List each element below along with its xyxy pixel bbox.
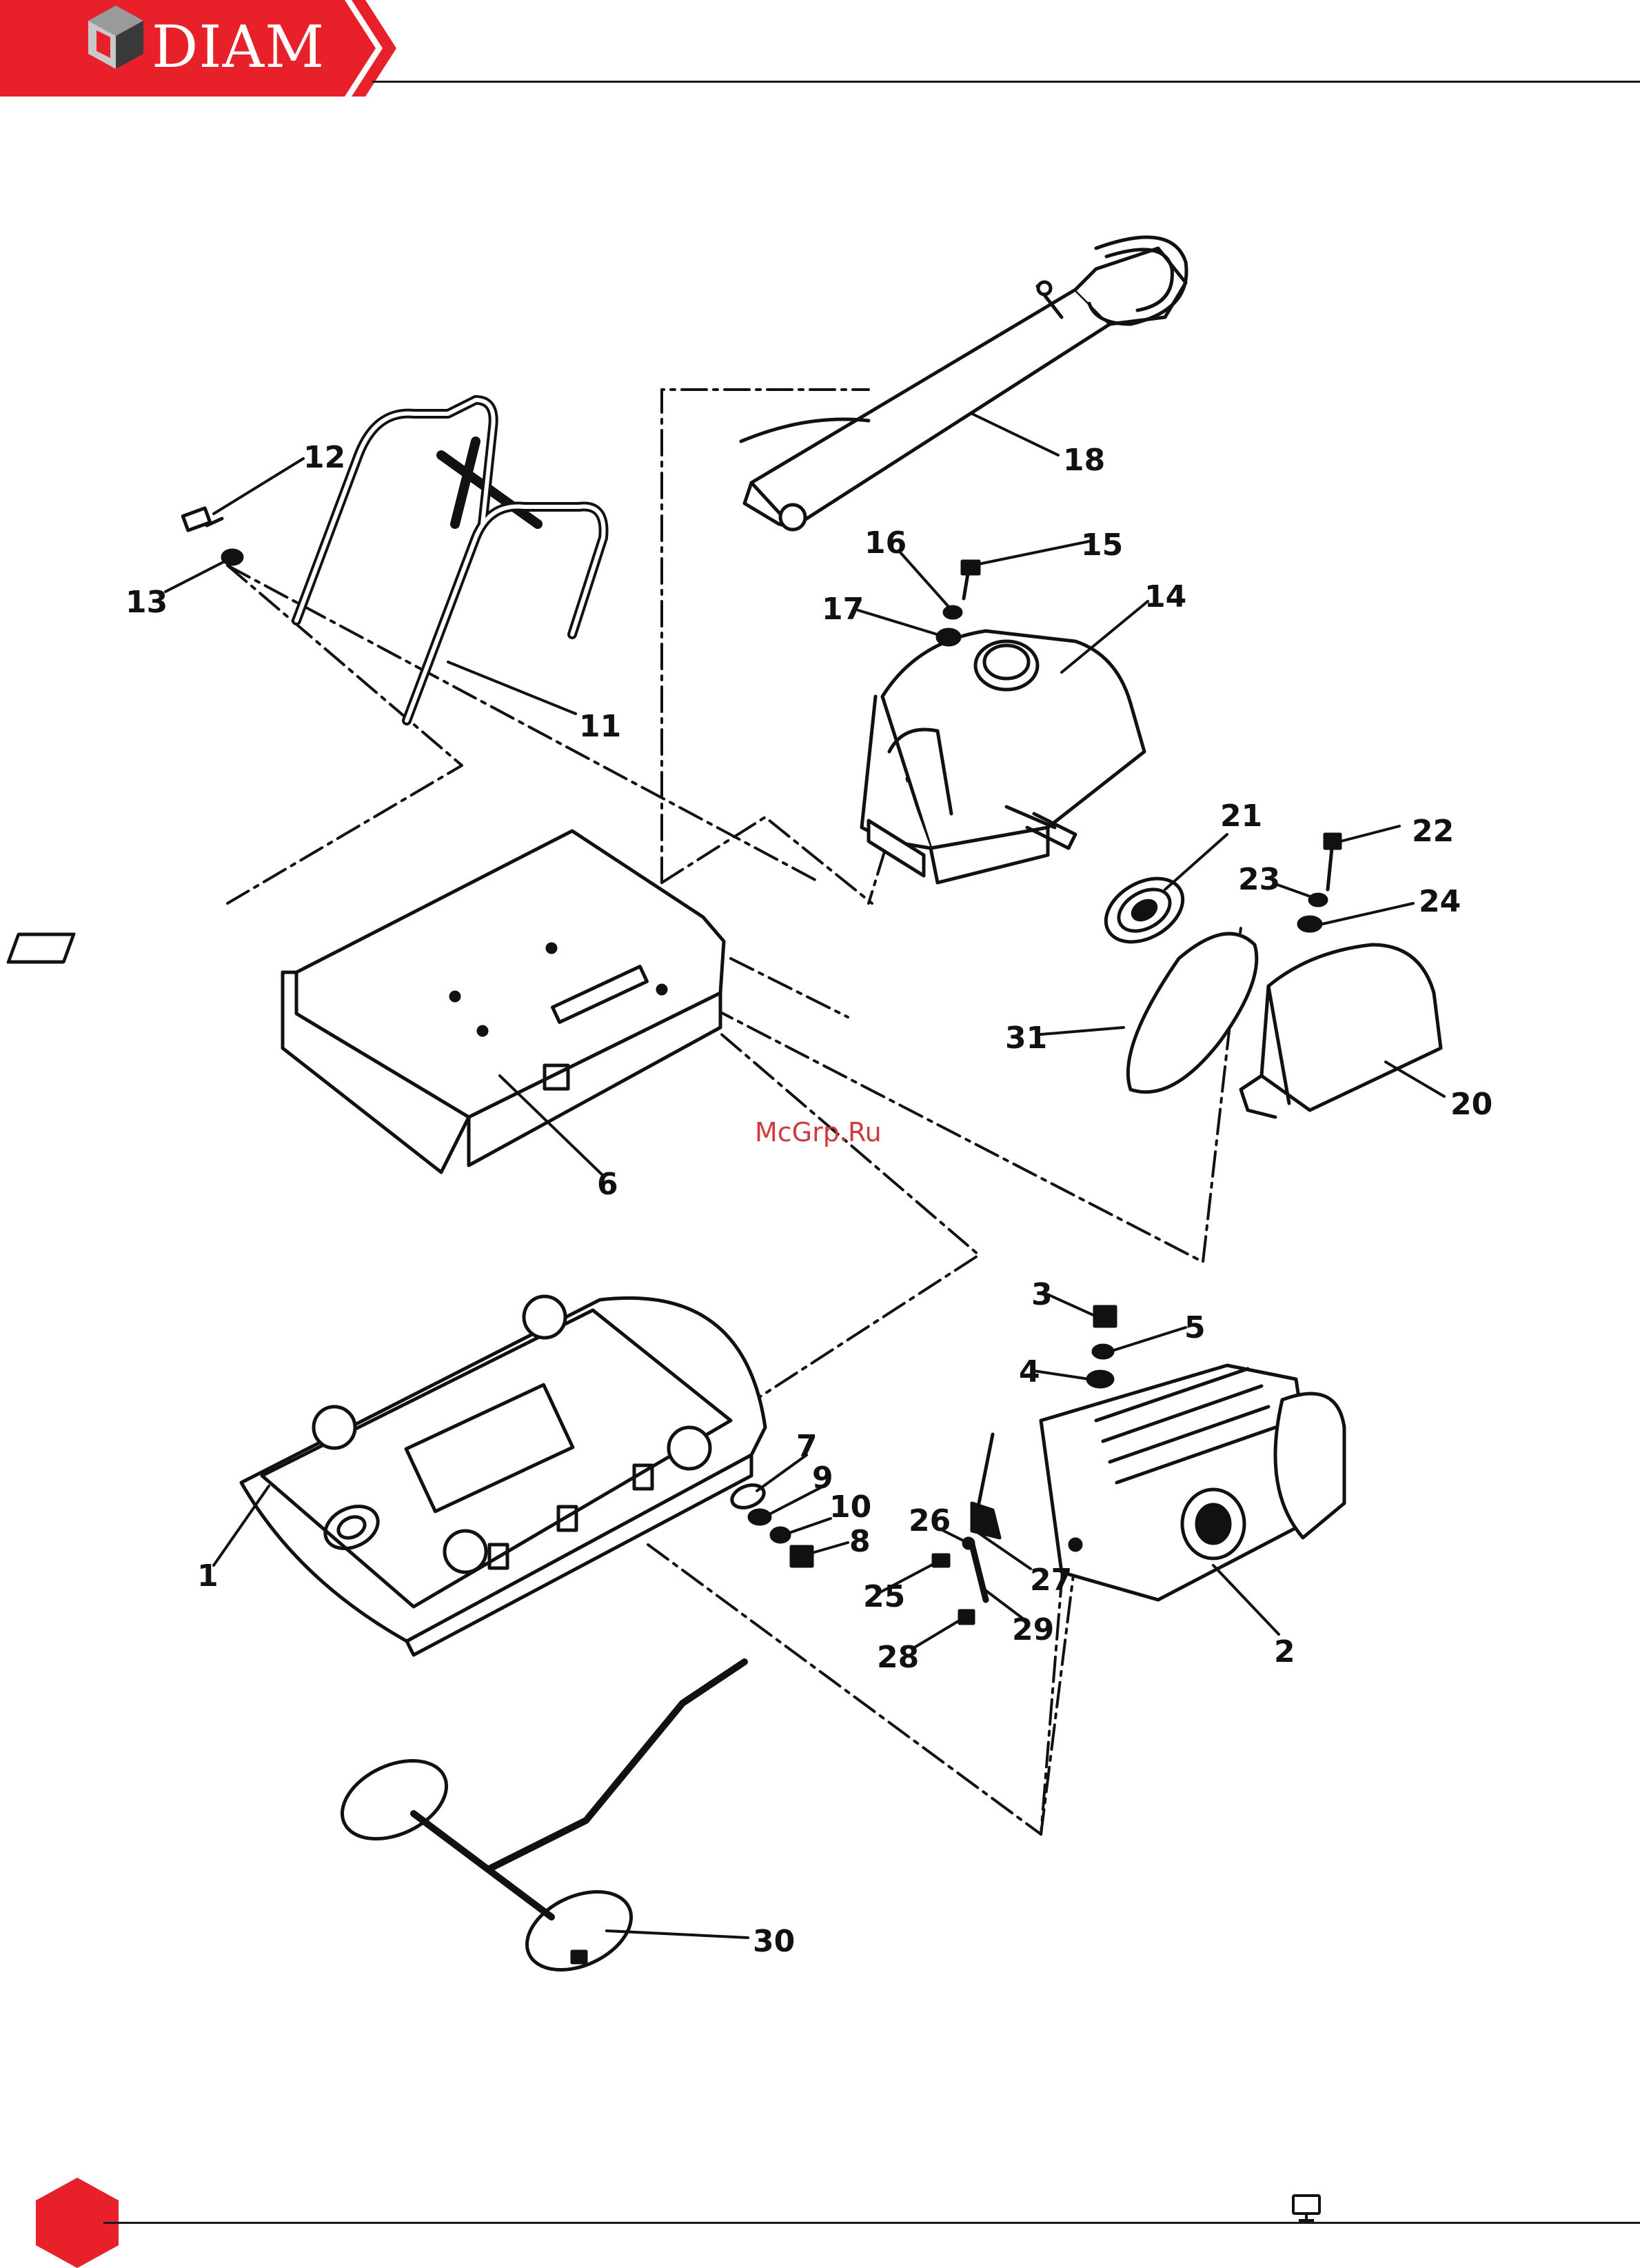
part-label-7: 7 <box>796 1429 818 1464</box>
washer-4 <box>1088 1372 1113 1387</box>
pulley-21 <box>1095 865 1194 954</box>
part-label-10: 10 <box>829 1489 871 1525</box>
part-label-21: 21 <box>1220 799 1262 834</box>
part-label-24: 24 <box>1419 884 1461 919</box>
vibration-plate-1 <box>241 1296 765 1655</box>
part-label-18: 18 <box>1063 443 1105 478</box>
part-label-4: 4 <box>1019 1354 1040 1389</box>
part-label-23: 23 <box>1238 862 1280 897</box>
bolt-15 <box>962 561 979 599</box>
washer-17 <box>938 630 960 645</box>
footer-rule <box>103 2222 1640 2224</box>
part-label-31: 31 <box>1005 1021 1047 1056</box>
part-label-3: 3 <box>1031 1277 1053 1312</box>
watermark-text: McGrp.Ru <box>755 1117 882 1147</box>
exciter-2 <box>1041 1365 1344 1600</box>
part-labels: 1 2 3 4 5 6 7 8 9 10 11 12 13 14 15 16 1… <box>125 440 1492 1959</box>
wheel-kit-30 <box>330 1662 745 1985</box>
part-label-11: 11 <box>579 709 621 744</box>
part-label-13: 13 <box>125 585 168 620</box>
part-label-1: 1 <box>197 1558 219 1594</box>
washer-10 <box>771 1528 789 1542</box>
part-label-28: 28 <box>877 1640 919 1675</box>
handle-assembly <box>741 237 1186 530</box>
belt-cover-20 <box>1241 945 1441 1117</box>
belt-31 <box>1128 934 1256 1092</box>
part-label-29: 29 <box>1012 1612 1054 1647</box>
washer-16 <box>944 607 961 618</box>
part-label-27: 27 <box>1030 1563 1072 1598</box>
part-label-6: 6 <box>597 1167 618 1202</box>
part-label-14: 14 <box>1144 579 1186 614</box>
monitor-icon <box>1290 2193 1322 2223</box>
washer-24 <box>1299 917 1321 931</box>
engine-14 <box>862 631 1144 883</box>
part-label-16: 16 <box>864 525 907 561</box>
part-label-25: 25 <box>863 1579 905 1614</box>
part-label-8: 8 <box>849 1524 871 1559</box>
nut-8 <box>791 1547 812 1566</box>
part-label-30: 30 <box>753 1924 795 1959</box>
part-label-5: 5 <box>1184 1310 1206 1345</box>
part-label-17: 17 <box>822 592 864 627</box>
bolt-3 <box>1095 1307 1115 1326</box>
part-label-26: 26 <box>909 1503 951 1538</box>
washer-9 <box>749 1510 770 1524</box>
washer-5 <box>1093 1345 1113 1358</box>
bolt-22 <box>1325 834 1340 890</box>
part-label-15: 15 <box>1081 528 1123 563</box>
part-label-20: 20 <box>1450 1087 1492 1122</box>
label-leaders <box>165 414 1444 1938</box>
part-label-2: 2 <box>1274 1634 1295 1669</box>
base-frame <box>8 831 724 1172</box>
part-label-12: 12 <box>303 440 345 475</box>
part-label-22: 22 <box>1412 814 1454 849</box>
